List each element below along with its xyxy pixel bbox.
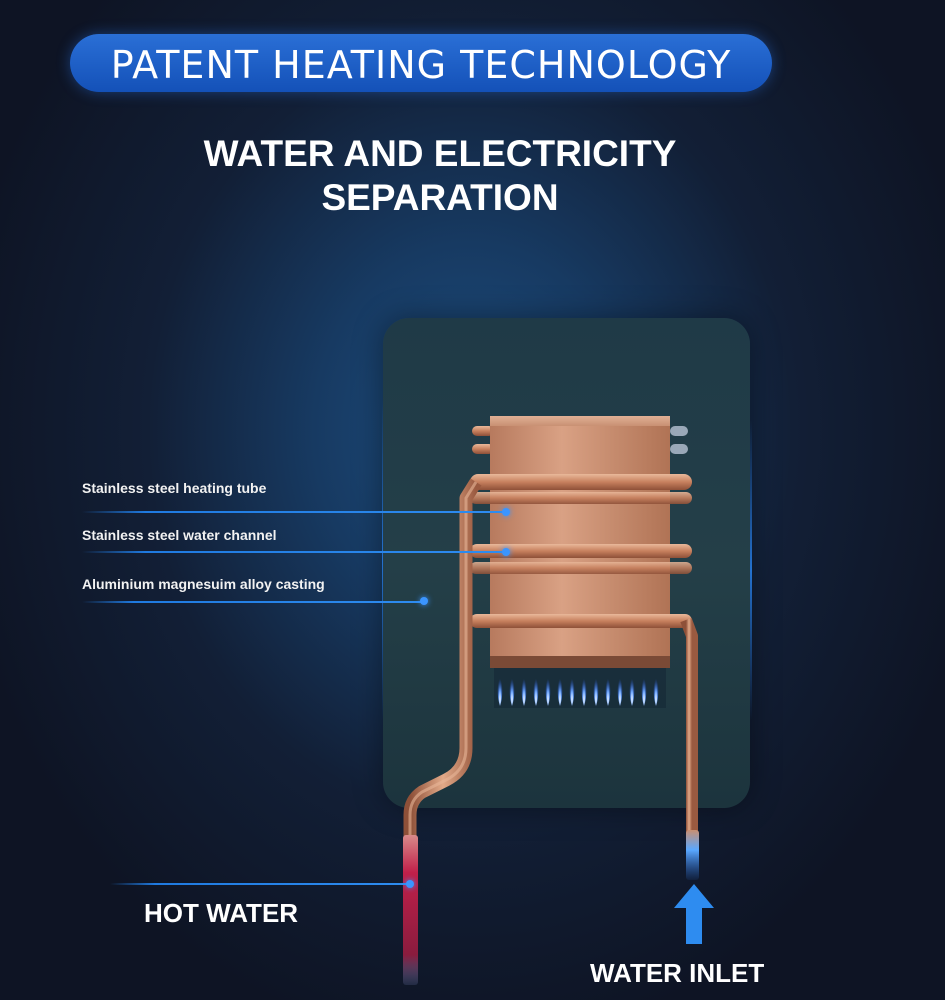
flame-icon — [545, 672, 551, 706]
callout-casing-line — [82, 601, 426, 603]
title-banner: PATENT HEATING TECHNOLOGY — [70, 34, 772, 92]
callout-water-channel-line — [82, 551, 506, 553]
flame-icon — [617, 672, 623, 706]
flame-icon — [497, 672, 503, 706]
callout-casing-label: Aluminium magnesuim alloy casting — [82, 576, 325, 592]
banner-title: PATENT HEATING TECHNOLOGY — [110, 43, 732, 87]
hot-water-line — [110, 883, 410, 885]
right-glow-line — [749, 420, 752, 720]
water-inlet-label: WATER INLET — [590, 958, 765, 988]
flame-icon — [581, 672, 587, 706]
flame-icon — [605, 672, 611, 706]
arrow-up-icon — [674, 884, 714, 944]
headline-line-1: WATER AND ELECTRICITY — [203, 133, 677, 174]
headline-line-2: SEPARATION — [321, 177, 559, 218]
burner-flames — [494, 668, 666, 708]
callout-water-channel-dot — [502, 548, 510, 556]
water-inlet-pipe — [686, 830, 699, 880]
hot-water-dot — [406, 880, 414, 888]
flame-icon — [509, 672, 515, 706]
hot-water-label: HOT WATER — [144, 898, 299, 928]
flame-icon — [533, 672, 539, 706]
callout-water-channel-label: Stainless steel water channel — [82, 527, 277, 543]
flame-icon — [521, 672, 527, 706]
flame-icon — [653, 672, 659, 706]
flame-icon — [557, 672, 563, 706]
callout-heating-tube-dot — [502, 508, 510, 516]
headline: WATER AND ELECTRICITY SEPARATION — [0, 132, 880, 220]
flame-icon — [593, 672, 599, 706]
hot-water-pipe — [403, 835, 418, 985]
callout-heating-tube-line — [82, 511, 506, 513]
callout-heating-tube-label: Stainless steel heating tube — [82, 480, 267, 496]
flame-icon — [641, 672, 647, 706]
flame-icon — [629, 672, 635, 706]
callout-casing-dot — [420, 597, 428, 605]
flame-icon — [569, 672, 575, 706]
